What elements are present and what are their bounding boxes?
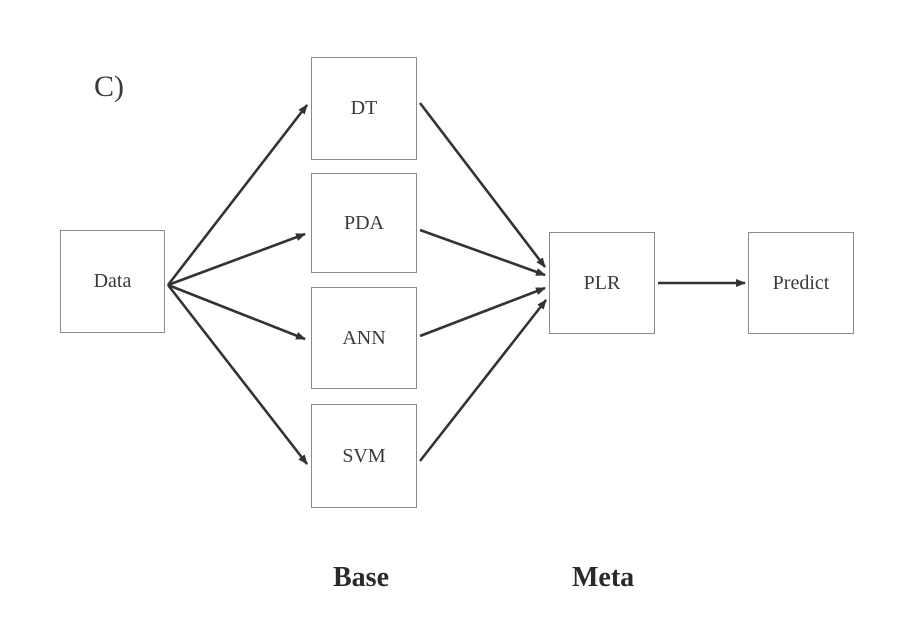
node-predict-label: Predict bbox=[772, 271, 830, 294]
node-ann-label: ANN bbox=[342, 326, 386, 349]
node-plr-label: PLR bbox=[583, 271, 621, 294]
arrow-data-to-ann bbox=[167, 283, 306, 341]
node-ann: ANN bbox=[311, 287, 417, 389]
node-plr: PLR bbox=[549, 232, 655, 334]
arrow-svm-to-plr bbox=[418, 299, 548, 462]
arrow-ann-to-plr bbox=[419, 286, 546, 338]
group-label-base: Base bbox=[333, 562, 389, 593]
node-pda-label: PDA bbox=[343, 211, 384, 234]
node-pda: PDA bbox=[311, 173, 417, 273]
node-svm: SVM bbox=[311, 404, 417, 508]
arrow-data-to-dt bbox=[166, 104, 309, 286]
arrow-data-to-pda bbox=[167, 232, 306, 287]
node-dt: DT bbox=[311, 57, 417, 160]
node-dt-label: DT bbox=[350, 97, 378, 119]
node-svm-label: SVM bbox=[342, 444, 386, 467]
group-label-meta: Meta bbox=[572, 562, 635, 593]
arrow-pda-to-plr bbox=[419, 228, 546, 277]
node-data-label: Data bbox=[93, 270, 132, 292]
node-data: Data bbox=[60, 230, 165, 333]
panel-label: C) bbox=[94, 70, 124, 103]
node-predict: Predict bbox=[748, 232, 854, 334]
arrow-data-to-svm bbox=[166, 284, 309, 465]
arrow-dt-to-plr bbox=[418, 102, 547, 268]
